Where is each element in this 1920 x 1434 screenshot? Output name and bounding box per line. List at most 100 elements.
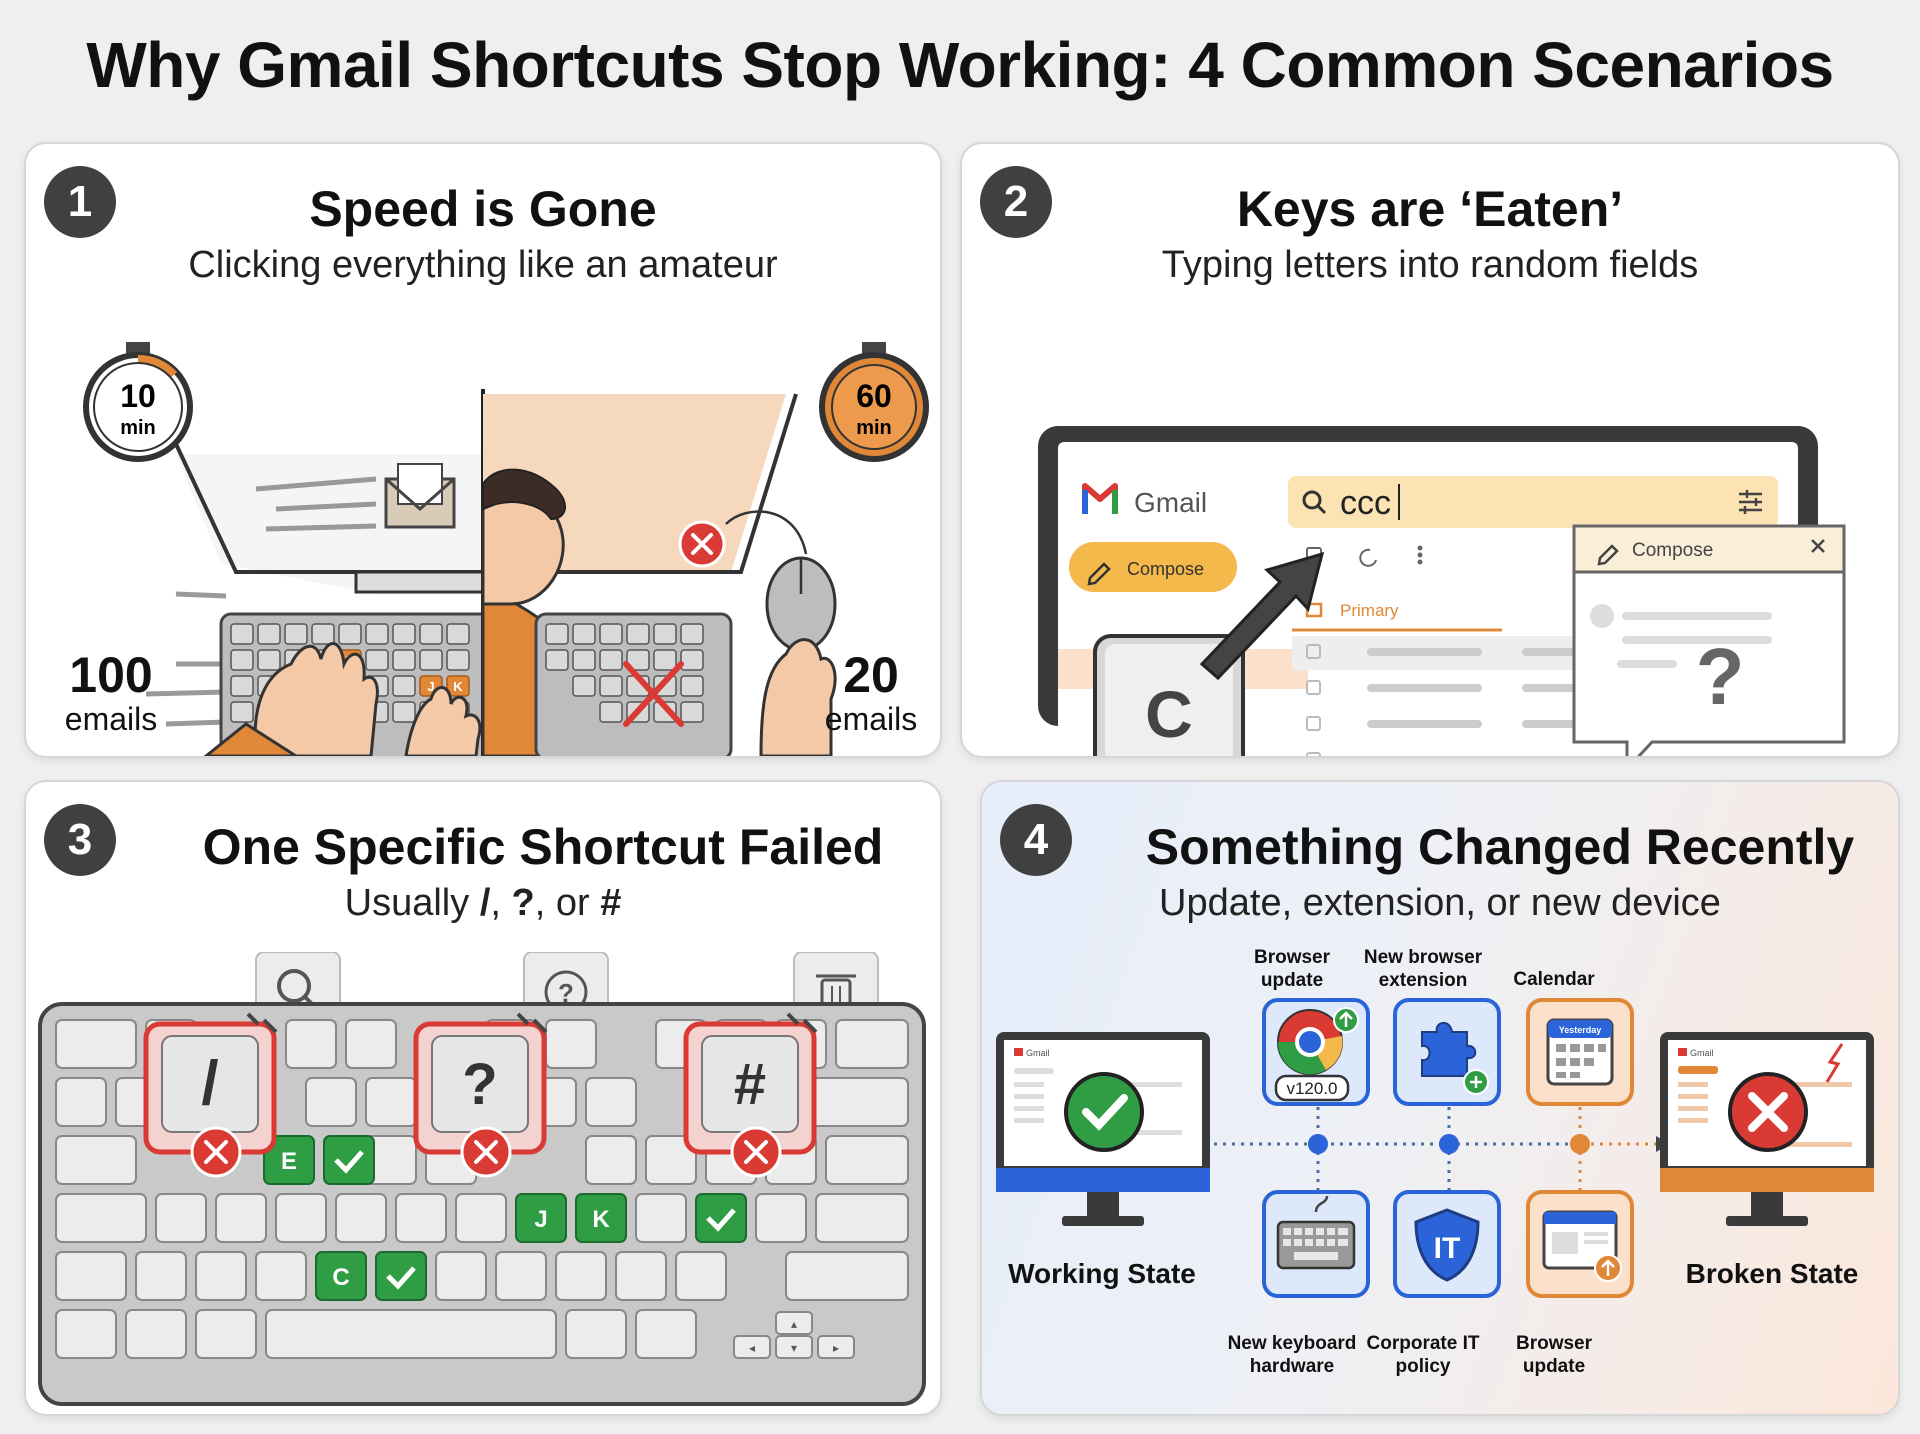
compose-popup-title: Compose	[1632, 540, 1713, 561]
broken-state-label: Broken State	[1685, 1258, 1859, 1289]
change-caption: New keyboard hardware	[1227, 1333, 1357, 1377]
pencil-icon	[1087, 562, 1111, 586]
tab-primary[interactable]: Primary	[1340, 601, 1399, 620]
browser-update-icon: v120.0	[1262, 998, 1370, 1106]
emails-fast-value: 100	[69, 647, 153, 703]
crossed-out-icon	[623, 661, 684, 727]
check-icon	[386, 1266, 416, 1290]
scenario-subtitle: Typing letters into random fields	[1161, 244, 1699, 286]
scenario-title: Keys are ‘Eaten’	[1236, 181, 1624, 237]
scenario-number: 3	[44, 804, 116, 876]
subtitle-key-hash: #	[600, 882, 622, 924]
change-caption: Calendar	[1513, 969, 1595, 990]
keyboard-right	[534, 520, 733, 756]
change-timeline: Gmail v120.0	[996, 998, 1874, 1298]
key-j-label: J	[534, 1206, 547, 1233]
failed-key-question: ?	[413, 1012, 548, 1178]
question-mark: ?	[1696, 632, 1745, 721]
scenario-number: 1	[44, 166, 116, 238]
broken-link-icon	[246, 1012, 278, 1034]
svg-text:◂: ◂	[749, 1341, 755, 1355]
typing-hands	[203, 642, 482, 756]
broken-link-icon	[516, 1012, 548, 1034]
subtitle-text: Usually	[344, 882, 480, 924]
filter-options-icon[interactable]	[1739, 490, 1762, 514]
calendar-label: Yesterday	[1559, 1025, 1602, 1035]
arrow-keys: ◂ ▴ ▾ ▸	[749, 1317, 839, 1355]
key-k-label: K	[453, 679, 463, 694]
page-title: Why Gmail Shortcuts Stop Working: 4 Comm…	[86, 29, 1834, 101]
timer-slow-value: 60	[856, 378, 892, 414]
mini-gmail-label: Gmail	[1026, 1048, 1050, 1058]
refresh-icon	[1359, 548, 1377, 567]
scenario-panel-something-changed: 4 Something Changed Recently Update, ext…	[980, 780, 1900, 1416]
svg-text:▾: ▾	[791, 1341, 797, 1355]
stopwatch-fast-icon: 10 min	[83, 342, 193, 462]
emails-fast-stat: 100 emails	[46, 649, 176, 737]
error-x-icon	[678, 520, 726, 568]
change-caption: New browser extension	[1363, 947, 1483, 991]
c-key-label: C	[1145, 677, 1193, 751]
change-caption: Corporate IT policy	[1366, 1333, 1480, 1377]
envelope-icon	[384, 463, 456, 529]
timer-slow-unit: min	[856, 417, 892, 439]
working-state-label: Working State	[1008, 1258, 1196, 1289]
svg-text:▸: ▸	[833, 1341, 839, 1355]
keyboard-illustration: ? ◂ ▴ ▾ ▸	[38, 952, 926, 1406]
check-icon	[1082, 1094, 1128, 1131]
speed-lines	[145, 476, 377, 727]
scenario-number: 4	[1000, 804, 1072, 876]
calendar-icon: Yesterday	[1526, 998, 1634, 1106]
close-icon[interactable]	[1811, 539, 1825, 553]
scenario-subtitle: Clicking everything like an amateur	[188, 244, 778, 286]
emails-slow-value: 20	[843, 647, 899, 703]
compose-popup: Compose ?	[1572, 524, 1846, 756]
emails-slow-unit: emails	[824, 701, 918, 737]
scenario-panel-speed: 1 Speed is Gone Clicking everything like…	[24, 142, 942, 758]
scenario-title: Something Changed Recently	[1145, 819, 1855, 875]
mini-gmail-label: Gmail	[1690, 1048, 1714, 1058]
scenario-subtitle: Update, extension, or new device	[1159, 882, 1721, 924]
timer-fast-value: 10	[120, 378, 156, 414]
svg-text:▴: ▴	[791, 1317, 797, 1331]
search-value[interactable]: ccc	[1340, 484, 1391, 522]
emails-slow-stat: 20 emails	[806, 649, 936, 737]
scenario-title: One Specific Shortcut Failed	[202, 819, 884, 875]
it-policy-shield-icon: IT	[1393, 1190, 1501, 1298]
subtitle-text: , or	[534, 882, 601, 924]
search-icon	[1302, 490, 1327, 515]
error-x-icon	[1748, 1092, 1788, 1132]
failed-key-label: /	[201, 1049, 218, 1118]
failed-key-label: #	[734, 1052, 766, 1117]
failed-key-slash: /	[143, 1012, 278, 1178]
timer-fast-unit: min	[120, 417, 156, 439]
broken-link-icon	[786, 1012, 818, 1034]
speed-illustration: E J K	[83, 342, 929, 756]
broken-monitor: Gmail	[1660, 1032, 1874, 1226]
failed-key-label: ?	[462, 1052, 497, 1117]
browser-version: v120.0	[1286, 1079, 1337, 1098]
puzzle-extension-icon	[1393, 998, 1501, 1106]
subtitle-key-slash: /	[479, 882, 491, 924]
search-bar[interactable]	[1288, 476, 1778, 528]
mail-toolbar	[1306, 545, 1423, 567]
scenario-subtitle: Usually /, ?, or #	[26, 882, 940, 925]
scenario-panel-keys-eaten: 2 Keys are ‘Eaten’ Typing letters into r…	[960, 142, 1900, 758]
scenario-title: Speed is Gone	[309, 181, 657, 237]
gmail-logo-icon	[1082, 483, 1118, 514]
failed-key-hash: #	[683, 1012, 818, 1178]
scenario-number: 2	[980, 166, 1052, 238]
it-label: IT	[1434, 1232, 1461, 1265]
compose-label: Compose	[1127, 559, 1204, 579]
check-icon	[706, 1208, 736, 1232]
browser-window-update-icon	[1526, 1190, 1634, 1298]
check-icon	[334, 1150, 364, 1174]
change-caption: Browser update	[1515, 1333, 1593, 1377]
gmail-illustration: Gmail ccc Compose Primary	[1038, 426, 1846, 756]
key-j-label: J	[427, 679, 434, 694]
subtitle-text: ,	[490, 882, 512, 924]
working-monitor: Gmail	[996, 1032, 1210, 1226]
stopwatch-slow-icon: 60 min	[819, 342, 929, 462]
emails-fast-unit: emails	[64, 701, 158, 737]
compose-button[interactable]	[1069, 542, 1237, 592]
